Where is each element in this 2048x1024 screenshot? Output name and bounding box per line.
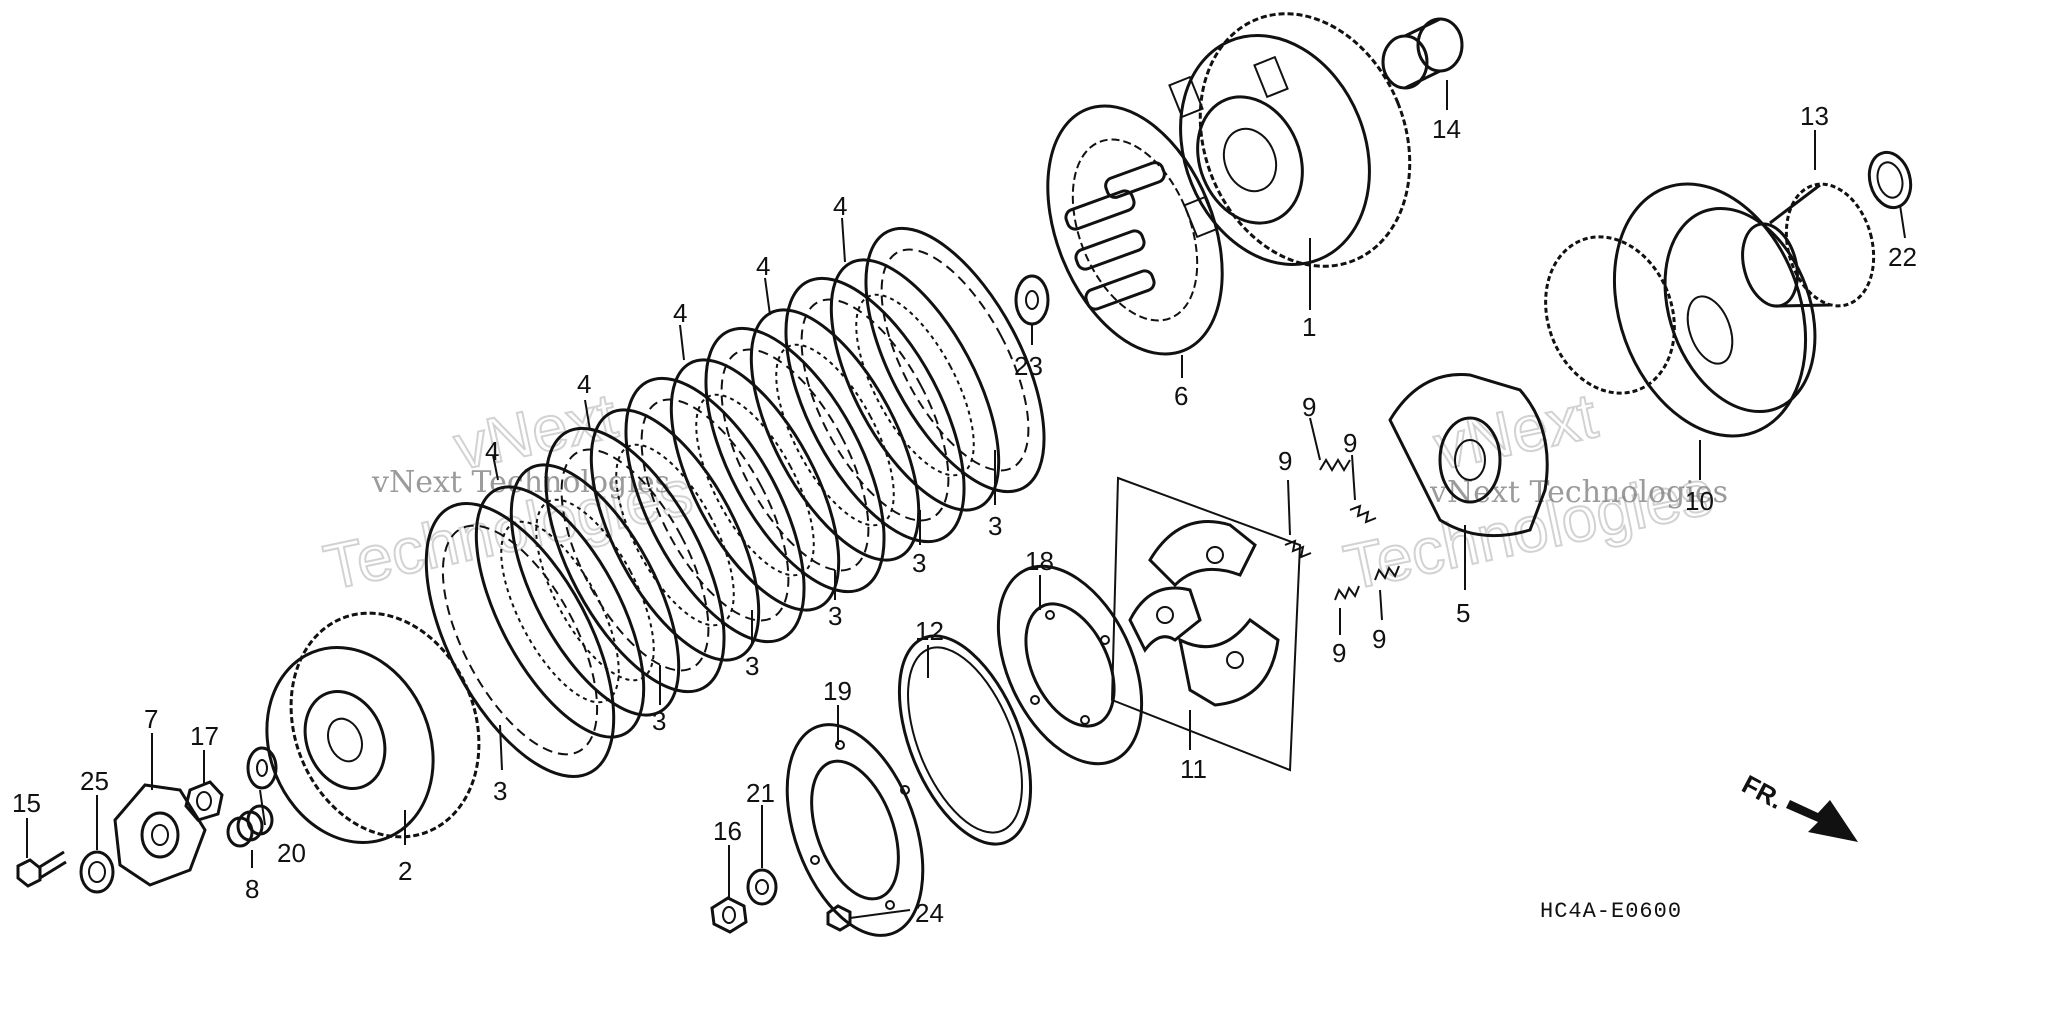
spring-part-9-e — [1374, 565, 1400, 581]
washer-part-22 — [1867, 150, 1913, 210]
label-part-5: 5 — [1456, 598, 1470, 628]
label-part-3: 3 — [912, 548, 926, 578]
spring-part-9-c — [1349, 504, 1377, 524]
label-part-3: 3 — [493, 776, 507, 806]
label-part-11: 11 — [1180, 754, 1207, 784]
front-label: FR. — [1737, 769, 1788, 815]
label-part-9: 9 — [1343, 428, 1357, 458]
label-part-14: 14 — [1432, 114, 1461, 144]
label-part-4: 4 — [833, 191, 847, 221]
label-part-25: 25 — [80, 766, 109, 796]
washer-part-23 — [1014, 274, 1050, 326]
spring-part-9-b — [1284, 539, 1312, 559]
label-part-3: 3 — [828, 601, 842, 631]
label-part-9: 9 — [1372, 624, 1386, 654]
label-part-4: 4 — [485, 436, 499, 466]
label-part-2: 2 — [398, 856, 412, 886]
watermark-small-right: vNext Technologies — [1429, 475, 1728, 510]
label-part-1: 1 — [1302, 312, 1316, 342]
bolt-part-15 — [16, 850, 67, 888]
clutch-center-part-2 — [265, 611, 481, 844]
drum-part-10 — [1544, 182, 1817, 438]
label-part-22: 22 — [1888, 242, 1917, 272]
label-part-17: 17 — [190, 721, 219, 751]
label-part-21: 21 — [746, 778, 775, 808]
label-part-12: 12 — [915, 616, 944, 646]
washer-part-20 — [246, 746, 278, 790]
clutch-outer-part-1 — [1168, 12, 1412, 268]
plate-part-19 — [785, 723, 925, 937]
washer-part-21 — [746, 868, 778, 906]
label-part-10: 10 — [1685, 486, 1714, 516]
gear-part-13 — [1741, 182, 1876, 308]
label-part-4: 4 — [577, 369, 591, 399]
label-part-9: 9 — [1278, 446, 1292, 476]
leader-lines — [26, 80, 1906, 919]
label-part-13: 13 — [1800, 101, 1829, 131]
diagram-code: HC4A-E0600 — [1540, 899, 1682, 924]
label-part-18: 18 — [1025, 546, 1054, 576]
watermark-small: vNext Technologies — [371, 465, 670, 500]
friction-disc — [864, 226, 1046, 494]
label-part-6: 6 — [1174, 381, 1188, 411]
label-part-9: 9 — [1332, 638, 1346, 668]
clutch-plate-stack — [424, 226, 1046, 778]
front-direction-indicator: FR. — [1737, 769, 1858, 842]
plate-part-18 — [996, 564, 1144, 766]
label-part-9: 9 — [1302, 392, 1316, 422]
label-part-7: 7 — [144, 704, 158, 734]
label-part-24: 24 — [915, 898, 944, 928]
spring-part-9-d — [1334, 585, 1360, 601]
bearing-part-25 — [79, 850, 115, 894]
clutch-plate — [589, 408, 761, 662]
clutch-plate — [474, 485, 646, 739]
label-part-19: 19 — [823, 676, 852, 706]
front-arrow-icon — [1786, 800, 1858, 842]
spring-part-8 — [226, 804, 274, 848]
drive-plate-part-6 — [1046, 104, 1224, 356]
clutch-plate — [829, 258, 1001, 512]
friction-disc — [784, 276, 966, 544]
label-part-3: 3 — [745, 651, 759, 681]
label-part-3: 3 — [652, 706, 666, 736]
nut-part-16 — [710, 896, 748, 934]
part-labels: 1 2 3 3 3 3 3 3 4 4 4 4 4 5 6 7 8 9 9 9 … — [12, 101, 1917, 928]
nut-part-24 — [826, 904, 852, 932]
spring-part-9-a — [1319, 458, 1351, 472]
label-part-8: 8 — [245, 874, 259, 904]
clutch-shoes-part-11 — [1110, 476, 1302, 772]
nut-part-17 — [184, 780, 224, 822]
label-part-4: 4 — [673, 298, 687, 328]
plate-part-5 — [1388, 373, 1549, 538]
label-part-15: 15 — [12, 788, 41, 818]
label-part-23: 23 — [1014, 351, 1043, 381]
bushing-part-14 — [1381, 17, 1464, 90]
label-part-3: 3 — [988, 511, 1002, 541]
label-part-4: 4 — [756, 251, 770, 281]
ring-part-12 — [897, 634, 1033, 846]
label-part-16: 16 — [713, 816, 742, 846]
friction-disc — [704, 326, 886, 594]
friction-disc — [624, 376, 806, 644]
watermark-big-line1-right: vNext — [1428, 379, 1603, 483]
label-part-20: 20 — [277, 838, 306, 868]
friction-disc — [544, 426, 726, 694]
clutch-plate — [669, 358, 841, 612]
lifter-plate-part-7 — [113, 783, 207, 887]
